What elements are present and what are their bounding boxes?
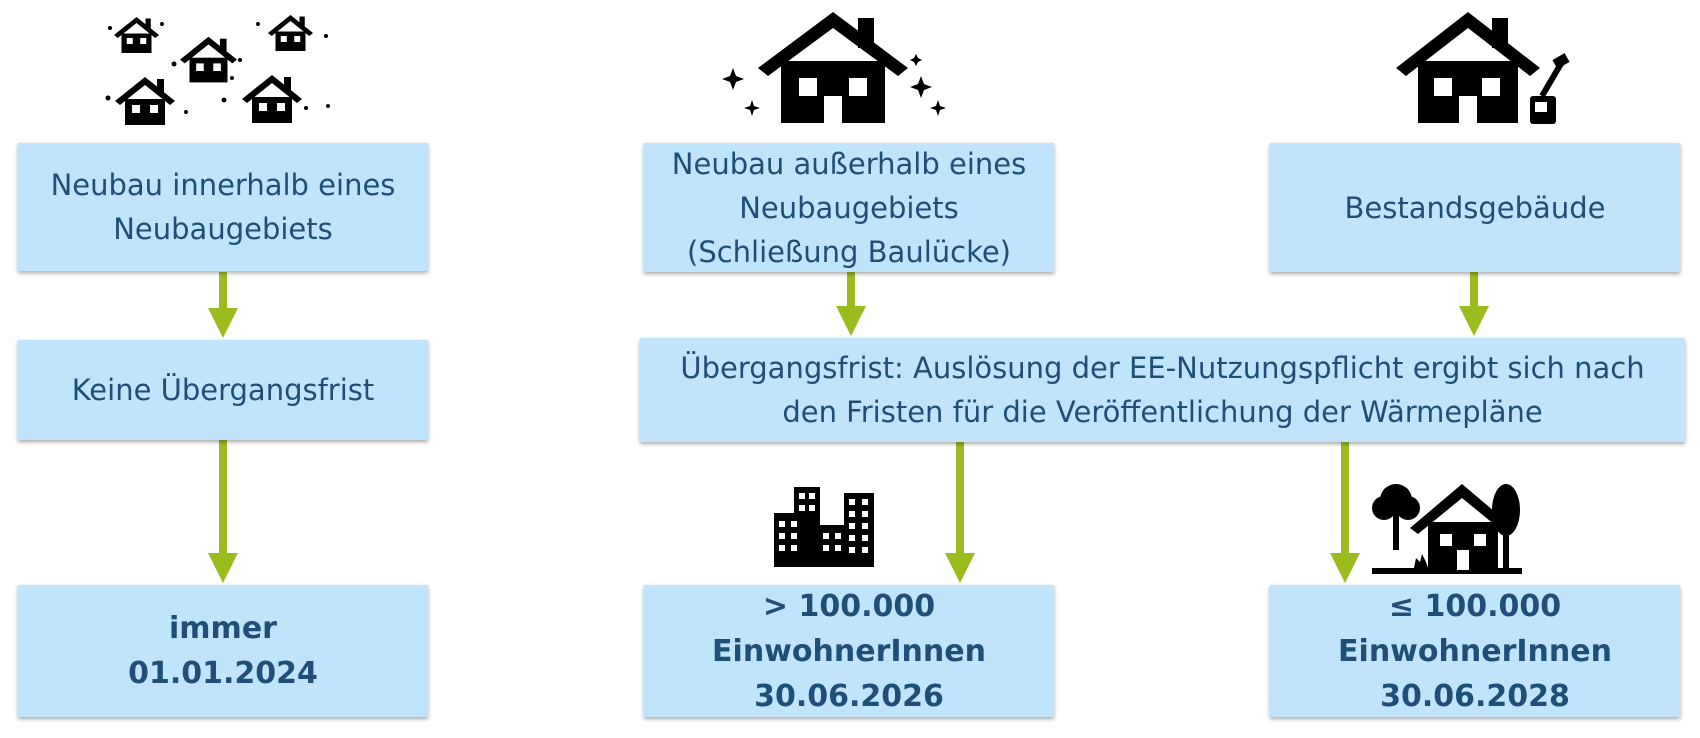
box-immer: immer 01.01.2024 <box>18 585 428 717</box>
box-gross-staedte: > 100.000 EinwohnerInnen 30.06.2026 <box>644 585 1054 717</box>
box-line: ≤ 100.000 <box>1388 588 1562 624</box>
arrow-frist-to-gross <box>945 442 975 583</box>
box-line: (Schließung Baulücke) <box>687 234 1011 269</box>
arrow-ausserhalb-to-frist <box>836 272 866 336</box>
box-line: 30.06.2026 <box>754 678 944 714</box>
box-line: den Fristen für die Veröffentlichung der… <box>782 395 1543 429</box>
arrow-frist-to-klein <box>1330 442 1360 583</box>
box-line: > 100.000 <box>762 588 936 624</box>
arrow-innerhalb-to-keine <box>208 272 238 338</box>
box-keine-uebergangsfrist: Keine Übergangsfrist <box>18 340 428 440</box>
box-kleine-gemeinden: ≤ 100.000 EinwohnerInnen 30.06.2028 <box>1270 585 1680 717</box>
box-line: 01.01.2024 <box>128 656 318 691</box>
arrow-keine-to-immer <box>208 440 238 583</box>
box-line: Bestandsgebäude <box>1344 190 1606 225</box>
box-line: 30.06.2028 <box>1380 678 1570 714</box>
box-line: EinwohnerInnen <box>712 633 986 669</box>
box-line: Neubaugebiets <box>739 190 959 225</box>
box-neubau-innerhalb: Neubau innerhalb eines Neubaugebiets <box>18 143 428 271</box>
box-bestandsgebaeude: Bestandsgebäude <box>1270 143 1680 272</box>
houses-cluster-icon <box>105 15 330 125</box>
box-line: Neubaugebiets <box>113 212 333 246</box>
box-uebergangsfrist: Übergangsfrist: Auslösung der EE-Nutzung… <box>640 338 1685 442</box>
box-line: EinwohnerInnen <box>1338 633 1612 669</box>
rural-house-icon <box>1372 484 1522 574</box>
box-line: Übergangsfrist: Auslösung der EE-Nutzung… <box>680 351 1645 385</box>
box-line: Keine Übergangsfrist <box>71 373 375 407</box>
box-neubau-ausserhalb: Neubau außerhalb eines Neubaugebiets (Sc… <box>644 143 1054 272</box>
box-line: immer <box>169 611 277 646</box>
renovated-house-icon <box>1396 12 1570 124</box>
city-buildings-icon <box>774 487 874 567</box>
box-line: Neubau innerhalb eines <box>50 168 396 202</box>
box-line: Neubau außerhalb eines <box>671 146 1027 181</box>
new-house-icon <box>722 12 946 123</box>
arrow-bestand-to-frist <box>1459 272 1489 336</box>
